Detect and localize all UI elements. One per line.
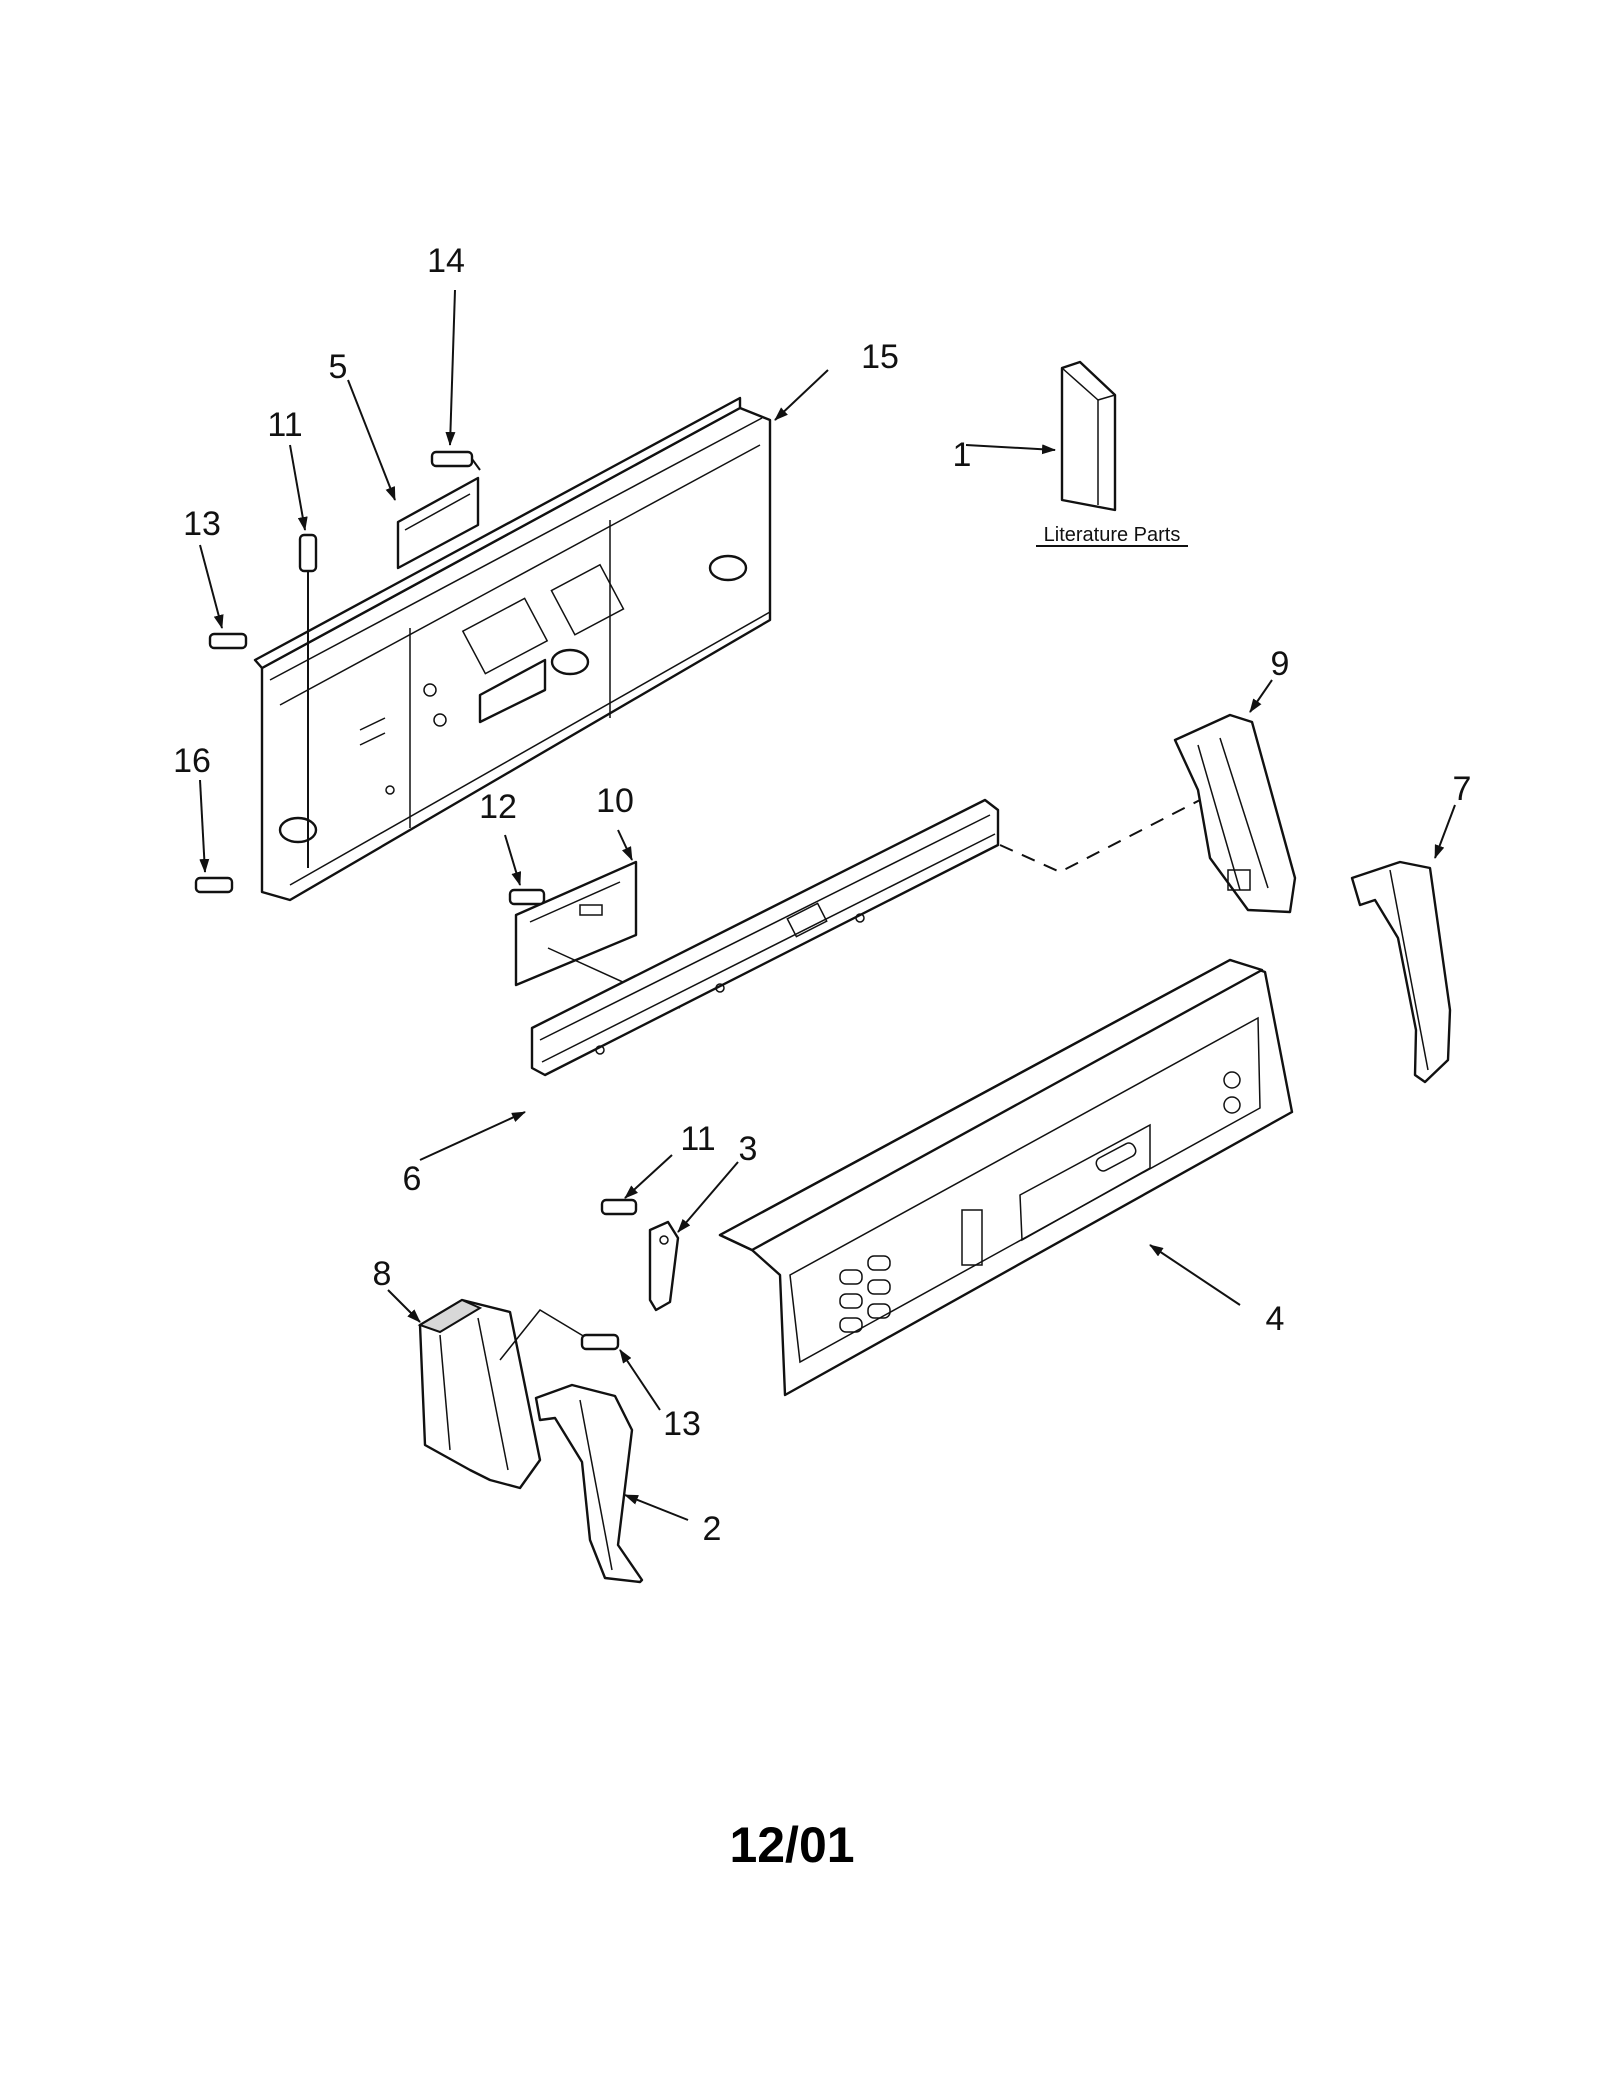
literature-parts-text: Literature Parts [1044,524,1181,546]
callout-labels: 14 15 5 11 13 16 1 9 7 12 10 6 11 3 4 8 … [173,242,1471,1548]
bracket-part-5 [396,476,480,570]
callout-10: 10 [596,782,634,820]
callout-4: 4 [1266,1300,1285,1338]
clip-part-3 [648,1220,680,1312]
screw-part-11-bottom [600,1198,638,1216]
screw-part-12 [508,888,546,906]
screw-part-13-bottom [580,1333,620,1351]
callout-2: 2 [703,1510,722,1548]
literature-booklet [1060,360,1117,512]
callout-13-top: 13 [183,505,221,543]
literature-parts-label: Literature Parts [1036,524,1188,547]
control-board-part-10 [514,860,681,1009]
channel-bracket-part-6 [530,798,1000,1077]
side-trim-part-7 [1350,860,1452,1084]
callout-1: 1 [953,436,972,474]
callout-3: 3 [739,1130,758,1168]
callout-15: 15 [861,338,899,376]
callout-16: 16 [173,742,211,780]
screw-part-13-top [208,632,248,650]
callout-9: 9 [1271,645,1290,683]
callout-11-top: 11 [267,406,302,444]
callout-5: 5 [329,348,348,386]
callout-13-bottom: 13 [663,1405,701,1443]
screw-part-11-top [298,533,318,868]
screw-part-16 [194,876,234,894]
callout-11-bottom: 11 [680,1120,715,1158]
callout-8: 8 [373,1255,392,1293]
callout-14: 14 [427,242,465,280]
callout-12: 12 [479,788,517,826]
control-panel-part-4 [718,958,1294,1397]
end-cap-part-9 [1173,713,1297,914]
end-cap-part-8 [417,1298,591,1490]
callout-6: 6 [403,1160,422,1198]
side-trim-part-2 [534,1383,644,1584]
callout-7: 7 [1453,770,1472,808]
leader-arrows [199,289,1456,1521]
revision-code: 12/01 [729,1817,854,1873]
screw-part-14 [430,450,481,471]
backguard-panel [253,396,772,902]
